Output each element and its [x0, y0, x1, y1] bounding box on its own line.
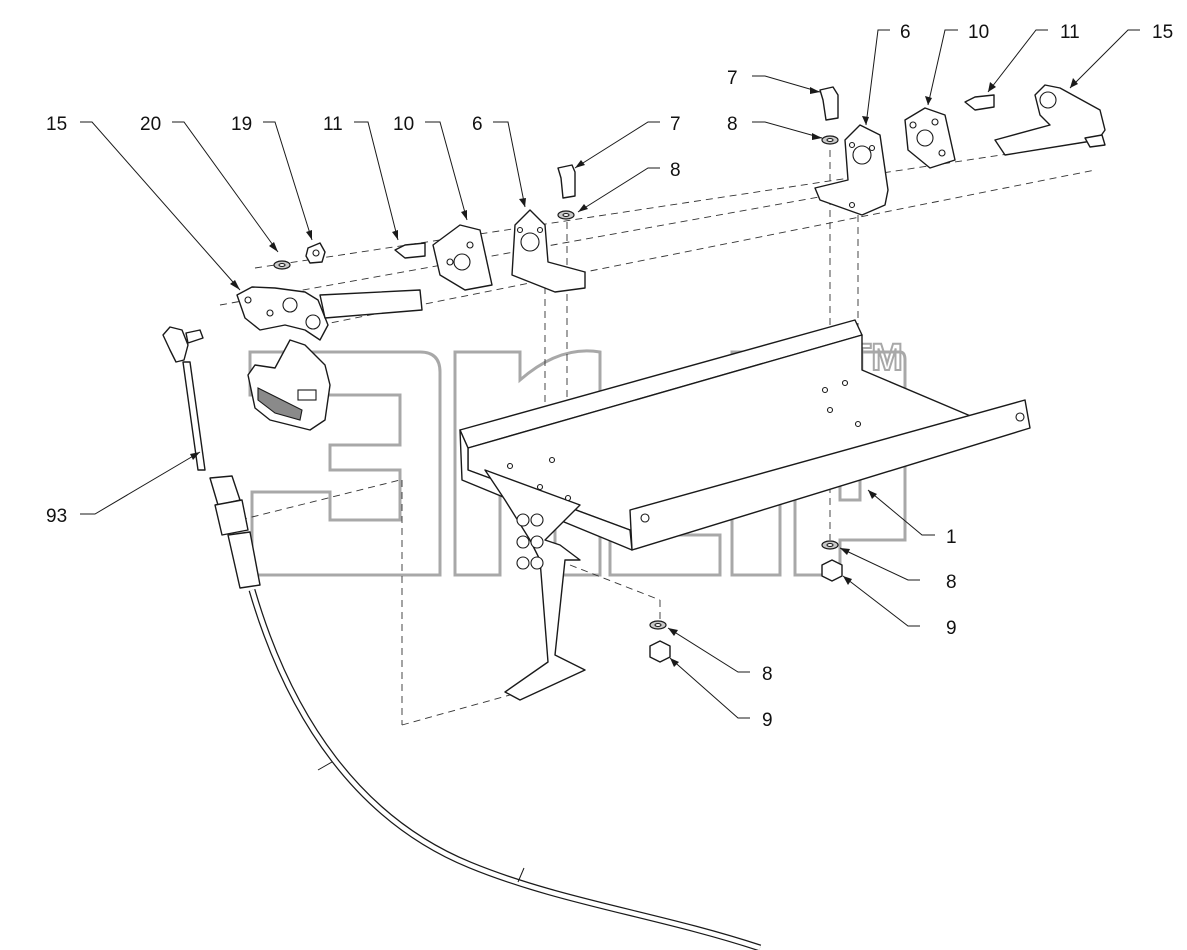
callout-8-lower-mid: 8: [762, 664, 773, 685]
lower-fasteners: [649, 540, 843, 663]
callout-8-left: 8: [670, 160, 681, 181]
callout-9-lower-mid: 9: [762, 710, 773, 731]
callout-15-right: 15: [1152, 22, 1173, 43]
callout-11-left: 11: [323, 114, 343, 135]
callout-15-left: 15: [46, 114, 67, 135]
left-bracket-assembly: [162, 164, 586, 431]
assembly-lines: [219, 139, 1101, 726]
callout-8-lower-right: 8: [946, 572, 957, 593]
callout-8-right-top: 8: [727, 114, 738, 135]
callout-6-left: 6: [472, 114, 483, 135]
callout-1: 1: [946, 527, 957, 548]
callout-leaders: [80, 29, 1140, 719]
callout-11-right: 11: [1060, 22, 1080, 43]
right-bracket-assembly: [814, 84, 1106, 216]
callout-20: 20: [140, 114, 161, 135]
callout-labels: 15 20 19 11 10 6 7 8 7 8 6 10 11 15 1 8 …: [46, 22, 1173, 731]
callout-93: 93: [46, 506, 67, 527]
control-cable: [182, 361, 762, 950]
callout-7-left: 7: [670, 114, 681, 135]
callout-9-lower-right: 9: [946, 618, 957, 639]
callout-10-left: 10: [393, 114, 414, 135]
mounting-tray: [459, 319, 1031, 701]
callout-6-right: 6: [900, 22, 911, 43]
callout-7-right: 7: [727, 68, 738, 89]
callout-19: 19: [231, 114, 252, 135]
callout-10-right: 10: [968, 22, 989, 43]
